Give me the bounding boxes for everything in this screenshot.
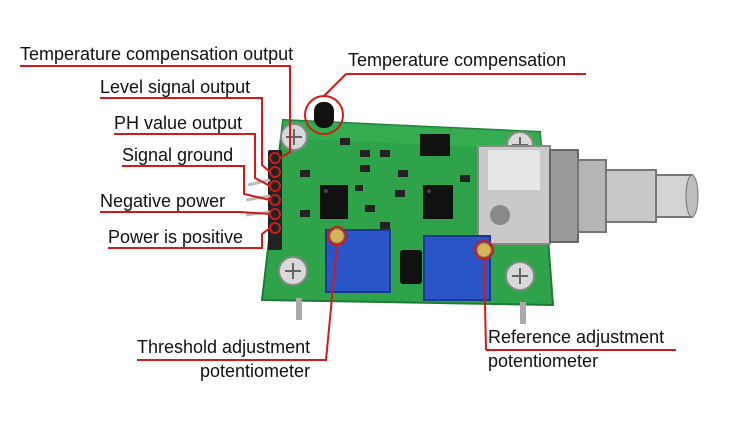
label-threshold-adj-line1: Threshold adjustment <box>137 337 311 357</box>
mounting-screw-bottom-right <box>505 261 535 291</box>
label-reference-adj-line2: potentiometer <box>488 351 599 371</box>
mounting-screw-top-left <box>280 123 308 151</box>
threshold-potentiometer <box>325 226 391 293</box>
label-reference-adj-line1: Reference adjustment <box>488 327 665 347</box>
bnc-connector <box>477 145 699 245</box>
transistor <box>400 250 422 284</box>
reference-potentiometer <box>423 235 494 301</box>
label-signal-ground: Signal ground <box>122 145 234 165</box>
label-negative-power: Negative power <box>100 191 226 211</box>
mounting-screw-bottom-left <box>278 256 308 286</box>
label-temp-comp-output: Temperature compensation output <box>20 44 294 64</box>
standoff-left <box>296 298 302 320</box>
label-ph-value-output: PH value output <box>114 113 243 133</box>
label-level-signal-output: Level signal output <box>100 77 251 97</box>
standoff-right <box>520 302 526 324</box>
ic-chip-top <box>420 134 450 156</box>
smd-components <box>300 138 470 229</box>
label-power-positive: Power is positive <box>108 227 244 247</box>
label-threshold-adj-line2: potentiometer <box>200 361 311 381</box>
leader-lines <box>20 65 676 361</box>
ic-chip-left <box>320 185 348 219</box>
ic-chip-right <box>423 185 453 219</box>
header-pins <box>245 150 282 250</box>
label-temp-compensation: Temperature compensation <box>348 50 567 70</box>
